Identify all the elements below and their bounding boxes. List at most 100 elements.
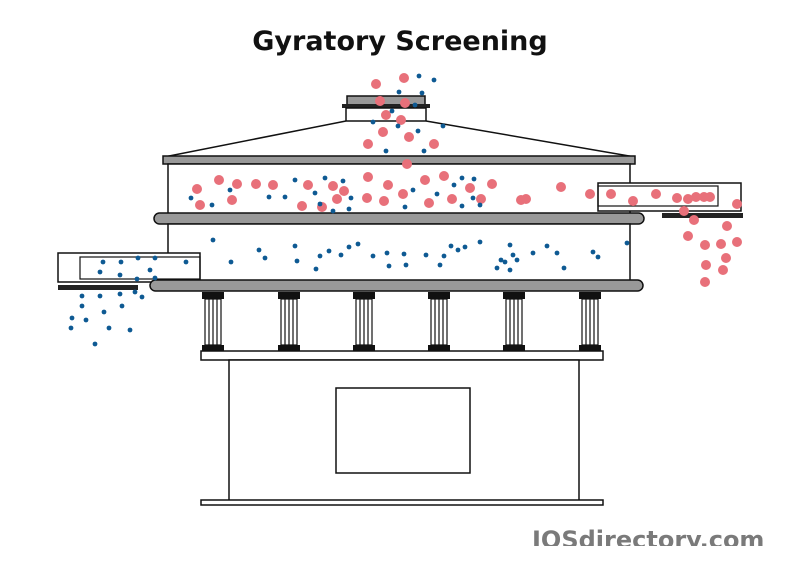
oversize-particle bbox=[476, 194, 486, 204]
fine-particle bbox=[389, 108, 395, 114]
oversize-particle bbox=[465, 183, 475, 193]
oversize-particle bbox=[404, 132, 414, 142]
spring-6 bbox=[579, 292, 601, 351]
fine-particle bbox=[441, 253, 447, 259]
oversize-particle bbox=[683, 231, 693, 241]
fine-particle bbox=[313, 266, 319, 272]
oversize-particle bbox=[227, 195, 237, 205]
oversize-particle bbox=[328, 181, 338, 191]
oversize-particle bbox=[381, 110, 391, 120]
fine-particle bbox=[355, 241, 361, 247]
access-panel bbox=[335, 387, 471, 474]
fine-particle bbox=[317, 253, 323, 259]
oversize-particle bbox=[424, 198, 434, 208]
oversize-particle bbox=[371, 79, 381, 89]
fine-particle bbox=[471, 176, 477, 182]
oversize-particle bbox=[192, 184, 202, 194]
oversize-particle bbox=[398, 189, 408, 199]
fine-particle bbox=[437, 262, 443, 268]
oversize-particle bbox=[195, 200, 205, 210]
fine-particle bbox=[554, 250, 560, 256]
fine-particle bbox=[282, 194, 288, 200]
fine-particle bbox=[117, 291, 123, 297]
fine-particle bbox=[421, 148, 427, 154]
oversize-particle bbox=[400, 98, 410, 108]
oversize-particle bbox=[683, 194, 693, 204]
fine-particle bbox=[477, 202, 483, 208]
fine-particle bbox=[396, 89, 402, 95]
spring-3 bbox=[353, 292, 375, 351]
oversize-particle bbox=[383, 180, 393, 190]
fine-particle bbox=[423, 252, 429, 258]
oversize-particle bbox=[399, 73, 409, 83]
fine-particle bbox=[292, 243, 298, 249]
fine-particle bbox=[384, 250, 390, 256]
oversize-particle bbox=[556, 182, 566, 192]
fine-particle bbox=[544, 243, 550, 249]
oversize-particle bbox=[297, 201, 307, 211]
fine-particle bbox=[139, 294, 145, 300]
fine-particle bbox=[477, 239, 483, 245]
oversize-particle bbox=[303, 180, 313, 190]
fine-particle bbox=[590, 249, 596, 255]
oversize-particle bbox=[378, 127, 388, 137]
fine-particle bbox=[97, 269, 103, 275]
fine-particle bbox=[514, 257, 520, 263]
fine-particle bbox=[403, 262, 409, 268]
fine-particle bbox=[346, 244, 352, 250]
oversize-particle bbox=[585, 189, 595, 199]
fine-particle bbox=[510, 252, 516, 258]
fine-particle bbox=[266, 194, 272, 200]
oversize-particle bbox=[651, 189, 661, 199]
fine-particle bbox=[152, 255, 158, 261]
oversize-particle bbox=[439, 171, 449, 181]
fine-particle bbox=[462, 244, 468, 250]
fine-particle bbox=[455, 247, 461, 253]
oversize-particle bbox=[691, 192, 701, 202]
fine-particle bbox=[100, 259, 106, 265]
fine-particle bbox=[119, 303, 125, 309]
oversize-particles bbox=[192, 73, 742, 287]
oversize-particle bbox=[447, 194, 457, 204]
oversize-particle bbox=[628, 196, 638, 206]
lid-rim bbox=[162, 155, 636, 165]
fine-particle bbox=[530, 250, 536, 256]
fine-particle bbox=[228, 259, 234, 265]
oversize-particle bbox=[214, 175, 224, 185]
spring-2 bbox=[278, 292, 300, 351]
fine-particle bbox=[83, 317, 89, 323]
fine-particle bbox=[386, 263, 392, 269]
fine-particle bbox=[127, 327, 133, 333]
fine-particle bbox=[440, 123, 446, 129]
fine-particle bbox=[188, 195, 194, 201]
oversize-particle bbox=[420, 175, 430, 185]
fine-particle bbox=[448, 243, 454, 249]
fine-particle bbox=[459, 203, 465, 209]
oversize-particle bbox=[375, 96, 385, 106]
fine-particle bbox=[395, 123, 401, 129]
fine-particle bbox=[147, 267, 153, 273]
oversize-discharge-spout bbox=[597, 182, 743, 218]
spring-4 bbox=[428, 292, 450, 351]
fine-particle bbox=[135, 255, 141, 261]
fine-particle bbox=[134, 276, 140, 282]
fine-particle bbox=[106, 325, 112, 331]
fine-particle bbox=[79, 303, 85, 309]
oversize-particle bbox=[705, 192, 715, 202]
oversize-particle bbox=[689, 215, 699, 225]
oversize-particle bbox=[722, 221, 732, 231]
fine-particle bbox=[494, 265, 500, 271]
oversize-particle bbox=[716, 239, 726, 249]
fine-particle bbox=[434, 191, 440, 197]
fine-particle bbox=[256, 247, 262, 253]
fine-particles bbox=[68, 73, 630, 347]
oversize-particle bbox=[701, 260, 711, 270]
oversize-particle bbox=[232, 179, 242, 189]
fine-particle bbox=[348, 195, 354, 201]
fine-particle bbox=[410, 187, 416, 193]
fine-particle bbox=[209, 202, 215, 208]
oversize-particle bbox=[363, 172, 373, 182]
oversize-particle bbox=[379, 196, 389, 206]
oversize-particle bbox=[672, 193, 682, 203]
